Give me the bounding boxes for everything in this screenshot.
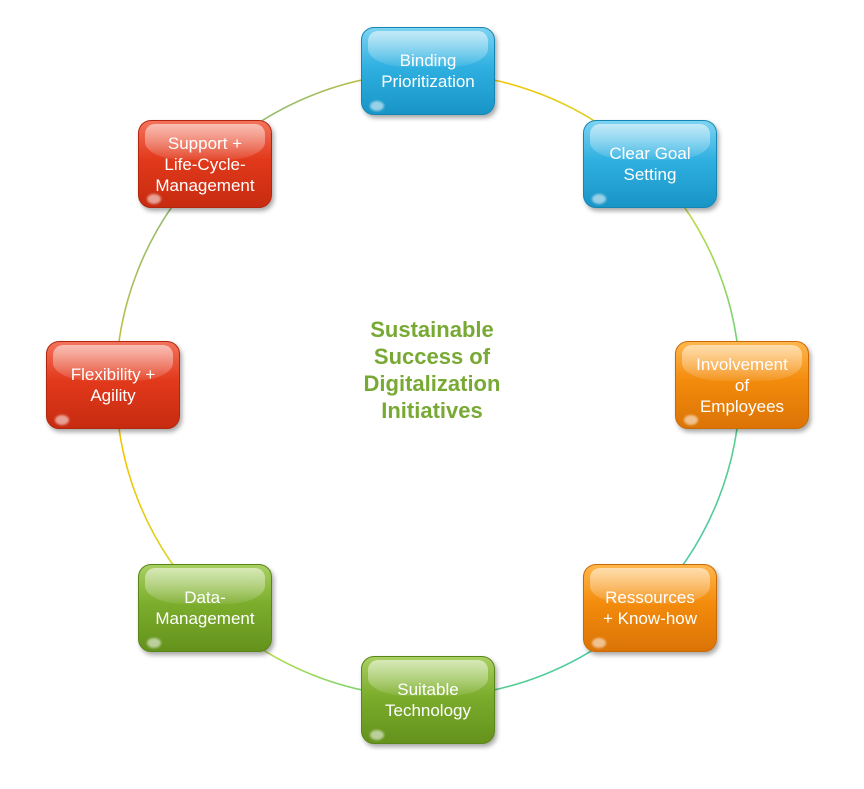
node-support-life-cycle-management: Support + Life-Cycle- Management	[138, 120, 272, 208]
node-suitable-technology: Suitable Technology	[361, 656, 495, 744]
node-clear-goal-setting: Clear Goal Setting	[583, 120, 717, 208]
node-flexibility-agility: Flexibility + Agility	[46, 341, 180, 429]
node-binding-prioritization: Binding Prioritization	[361, 27, 495, 115]
node-label: Data- Management	[155, 588, 255, 628]
node-label: Involvement of Employees	[696, 354, 788, 416]
node-data-management: Data- Management	[138, 564, 272, 652]
node-label: Ressources + Know-how	[602, 588, 698, 628]
node-involvement-of-employees: Involvement of Employees	[675, 341, 809, 429]
node-label: Support + Life-Cycle- Management	[155, 133, 255, 195]
node-label: Binding Prioritization	[381, 51, 475, 91]
center-title: Sustainable Success of Digitalization In…	[363, 317, 501, 423]
node-ressources-know-how: Ressources + Know-how	[583, 564, 717, 652]
node-label: Flexibility + Agility	[70, 365, 156, 405]
node-label: Suitable Technology	[384, 680, 471, 720]
node-label: Clear Goal Setting	[609, 144, 691, 184]
